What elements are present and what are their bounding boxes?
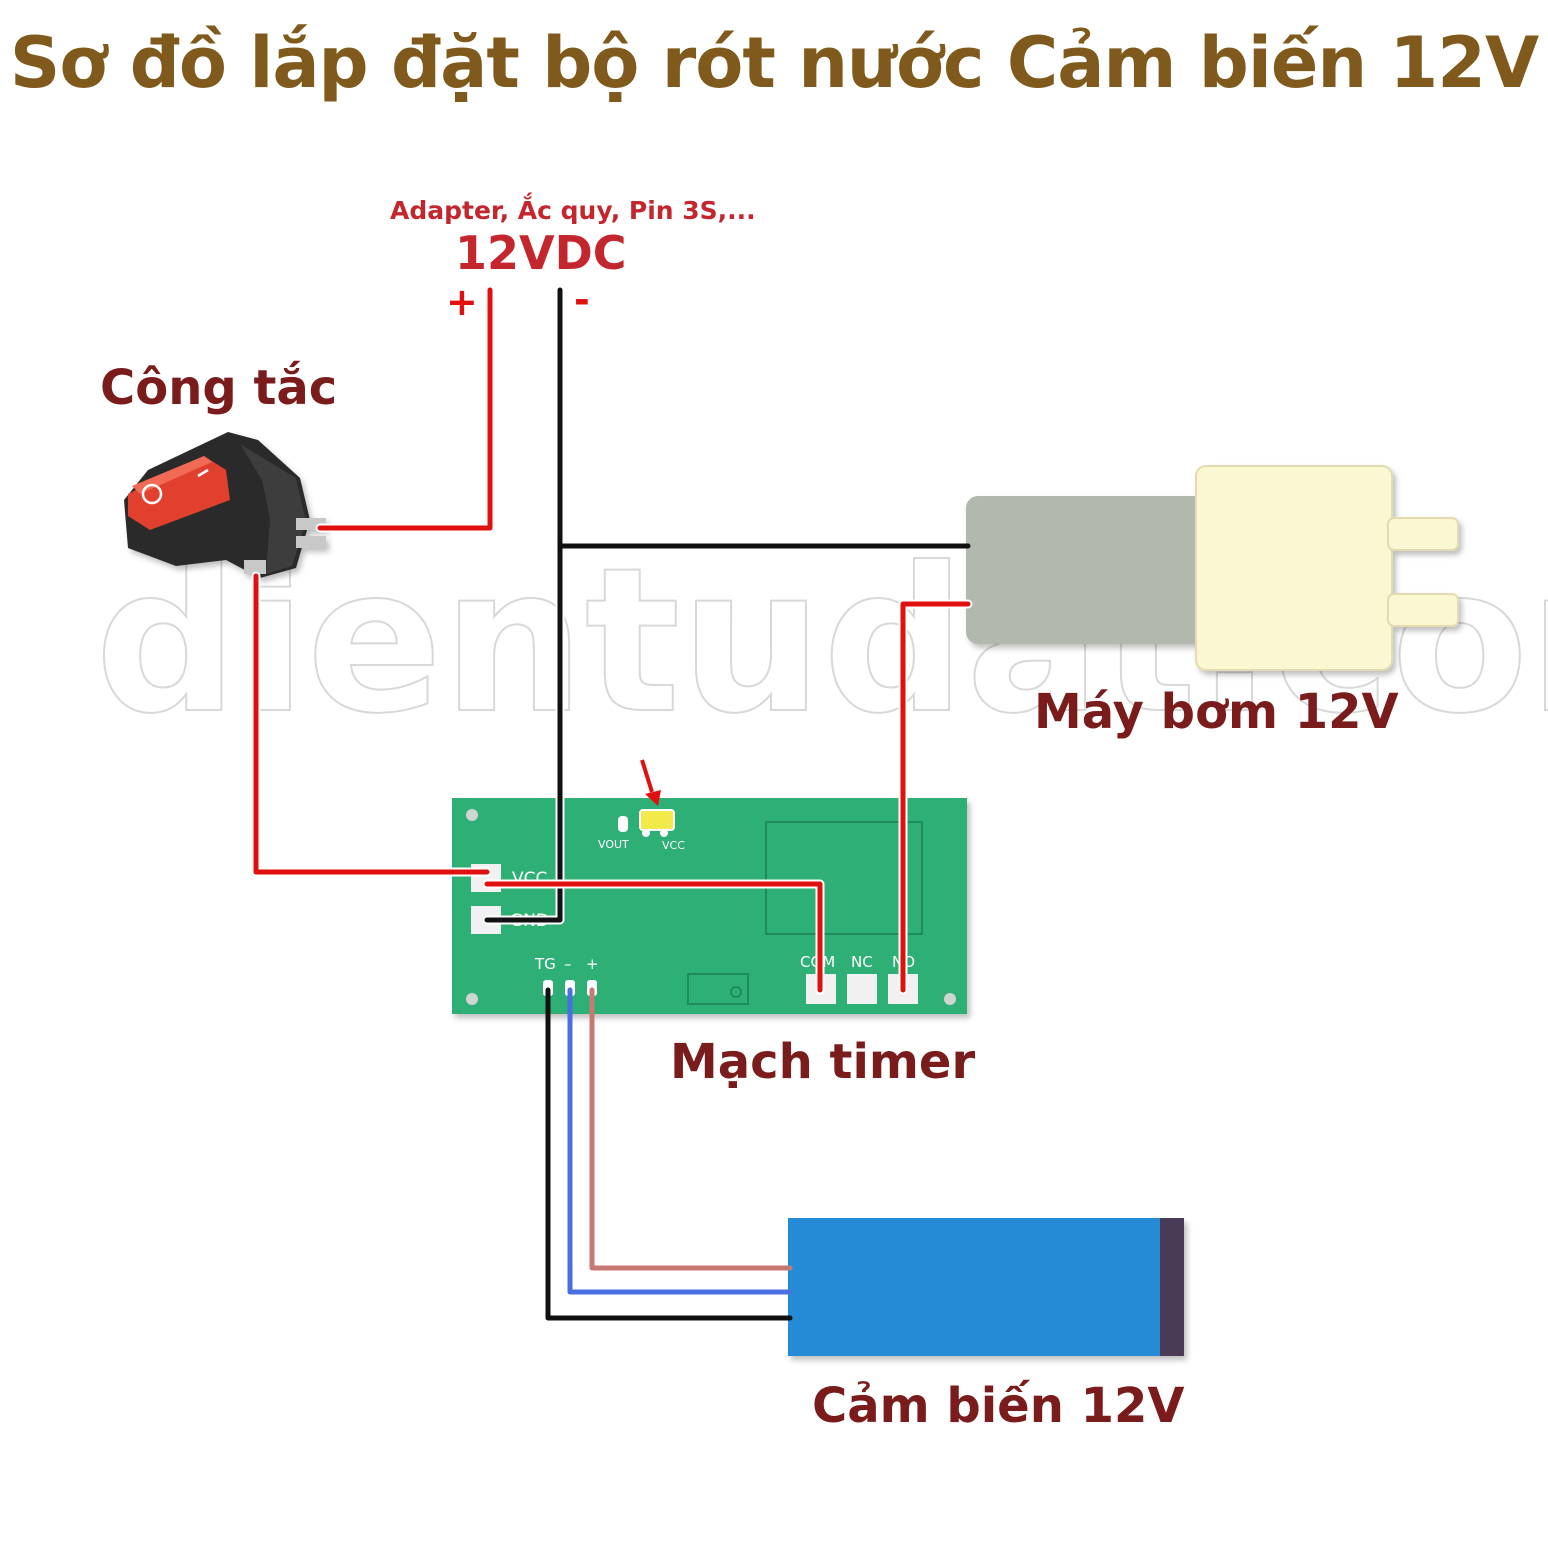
rocker-switch-icon <box>124 432 326 578</box>
supply-voltage-label: 12VDC <box>455 226 627 280</box>
arrow-down-icon <box>640 759 661 806</box>
vcc-jumper-label: VCC <box>662 839 685 852</box>
timer-board <box>452 798 967 1014</box>
positive-terminal-label: + <box>446 280 478 324</box>
negative-terminal-label: - <box>574 278 590 322</box>
switch-label: Công tắc <box>100 360 338 416</box>
vout-label: VOUT <box>598 838 629 851</box>
tg-terminal-label: TG <box>534 955 556 973</box>
sensor-icon <box>788 1218 1184 1356</box>
page-title: Sơ đồ lắp đặt bộ rót nước Cảm biến 12V <box>9 22 1539 104</box>
wiring <box>251 285 973 1321</box>
power-source-label: Adapter, Ắc quy, Pin 3S,... <box>390 196 756 225</box>
pump-label: Máy bơm 12V <box>1034 684 1399 740</box>
sensor-label: Cảm biến 12V <box>812 1378 1185 1434</box>
timer-label: Mạch timer <box>670 1034 976 1090</box>
minus-terminal-label: – <box>564 955 572 973</box>
pump-icon <box>966 465 1459 671</box>
nc-terminal-label: NC <box>851 953 873 971</box>
plus-terminal-label: + <box>586 955 599 973</box>
